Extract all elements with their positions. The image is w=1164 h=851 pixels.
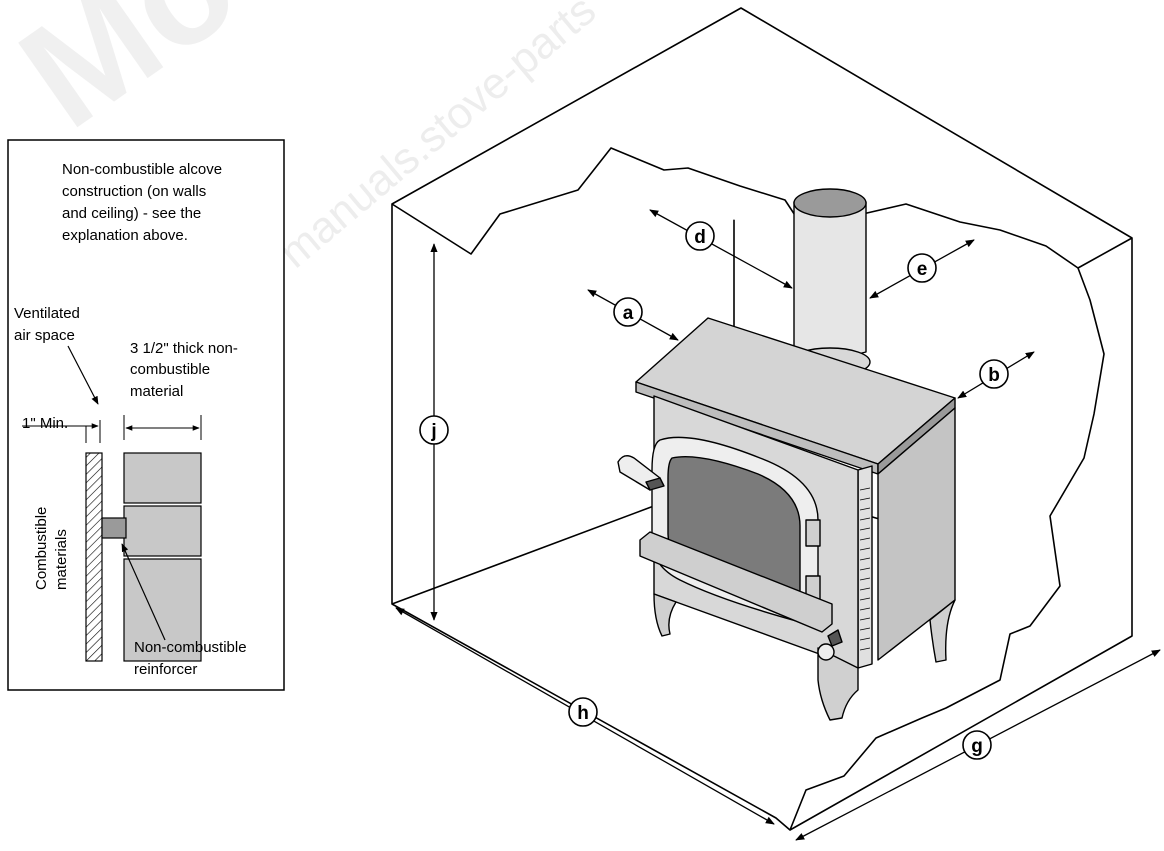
svg-text:g: g xyxy=(971,736,983,757)
ceiling-cutaway xyxy=(391,147,1133,269)
block-middle xyxy=(123,505,202,557)
callouts: a b d e g h j xyxy=(419,221,1009,760)
leg-front-right xyxy=(817,647,859,721)
combustible-label: Combustible materials xyxy=(33,502,70,590)
inset-panel: Non-combustible alcove construction (on … xyxy=(7,139,285,691)
flue-opening xyxy=(793,188,867,218)
ventilated-arrow xyxy=(67,345,99,405)
svg-text:d: d xyxy=(694,227,706,248)
callout-h: h xyxy=(568,697,598,727)
ash-lip xyxy=(639,531,833,633)
callout-e: e xyxy=(907,253,937,283)
svg-text:h: h xyxy=(577,703,589,724)
reinforcer-arrow xyxy=(121,543,166,641)
door-hinge-top xyxy=(805,519,821,547)
leg-front-left xyxy=(653,593,677,637)
stove xyxy=(617,188,956,721)
air-control-knob xyxy=(817,643,835,661)
callout-g: g xyxy=(962,730,992,760)
leg-back-right xyxy=(929,599,956,663)
min-gap-label: 1" Min. xyxy=(22,415,68,432)
callout-a: a xyxy=(613,297,643,327)
reinforcer-label: Non-combustible reinforcer xyxy=(134,639,251,678)
callout-d: d xyxy=(685,221,715,251)
inset-note: Non-combustible alcove construction (on … xyxy=(62,161,226,244)
svg-text:b: b xyxy=(988,365,1000,386)
callout-j: j xyxy=(419,415,449,445)
block-top xyxy=(123,452,202,504)
callout-b: b xyxy=(979,359,1009,389)
flue-pipe xyxy=(793,201,867,358)
combustible-wall xyxy=(85,452,103,662)
thick-material-label: 3 1/2" thick non- combustible material xyxy=(130,340,242,400)
svg-text:a: a xyxy=(623,303,634,324)
ventilated-air-label: Ventilated air space xyxy=(14,305,84,344)
reinforcer xyxy=(101,517,127,539)
dim-d-line xyxy=(649,209,793,289)
svg-text:e: e xyxy=(917,259,928,280)
svg-text:j: j xyxy=(430,421,436,442)
